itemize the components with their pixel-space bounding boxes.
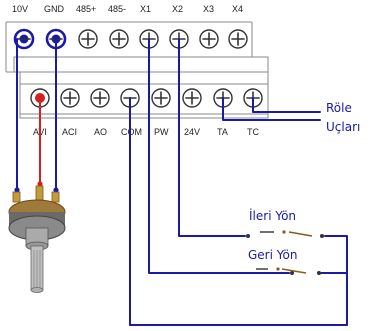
wires — [16, 38, 348, 326]
switch-icon — [246, 230, 324, 238]
terminal-label-pw: PW — [154, 127, 169, 137]
terminal-label-10v: 10V — [12, 4, 28, 14]
terminal-label-x4: X4 — [232, 4, 243, 14]
bottom-terminal-labels: AVI ACI AO COM PW 24V TA TC — [33, 127, 259, 137]
reverse-switch — [256, 267, 321, 275]
potentiometer-icon — [8, 181, 66, 293]
relay-label-line1: Röle — [326, 101, 352, 115]
top-terminal-block — [5, 21, 269, 73]
terminal-label-aci: ACI — [62, 127, 77, 137]
wire-x2 — [178, 38, 246, 237]
screw-terminal-icon — [151, 88, 171, 108]
forward-switch-label: İleri Yön — [249, 208, 296, 223]
terminal-label-24v: 24V — [184, 127, 200, 137]
screw-terminal-icon — [109, 29, 129, 49]
terminal-label-ao: AO — [94, 127, 107, 137]
terminal-label-gnd: GND — [44, 4, 65, 14]
top-screw-terminals — [13, 28, 248, 50]
top-terminal-labels: 10V GND 485+ 485- X1 X2 X3 X4 — [12, 4, 243, 14]
terminal-label-485-plus: 485+ — [76, 4, 96, 14]
switch-icon — [256, 267, 321, 275]
screw-terminal-icon — [182, 88, 202, 108]
screw-terminal-icon — [228, 29, 248, 49]
wire-tc — [252, 97, 321, 113]
wire-com — [129, 97, 348, 326]
terminal-label-x2: X2 — [172, 4, 183, 14]
terminal-label-x3: X3 — [203, 4, 214, 14]
relay-label-line2: Uçları — [326, 120, 360, 134]
screw-terminal-icon — [90, 88, 110, 108]
wire-x1 — [148, 38, 290, 274]
terminal-label-485-minus: 485- — [108, 4, 126, 14]
screw-terminal-icon — [199, 29, 219, 49]
reverse-switch-label: Geri Yön — [248, 248, 297, 262]
terminal-label-ta: TA — [217, 127, 228, 137]
forward-switch — [246, 230, 324, 238]
terminal-label-tc: TC — [247, 127, 259, 137]
screw-terminal-icon — [60, 88, 80, 108]
screw-terminal-icon — [13, 28, 35, 50]
terminal-label-x1: X1 — [140, 4, 151, 14]
screw-terminal-icon — [78, 29, 98, 49]
terminal-label-com: COM — [121, 127, 142, 137]
wire-ta — [222, 97, 321, 121]
